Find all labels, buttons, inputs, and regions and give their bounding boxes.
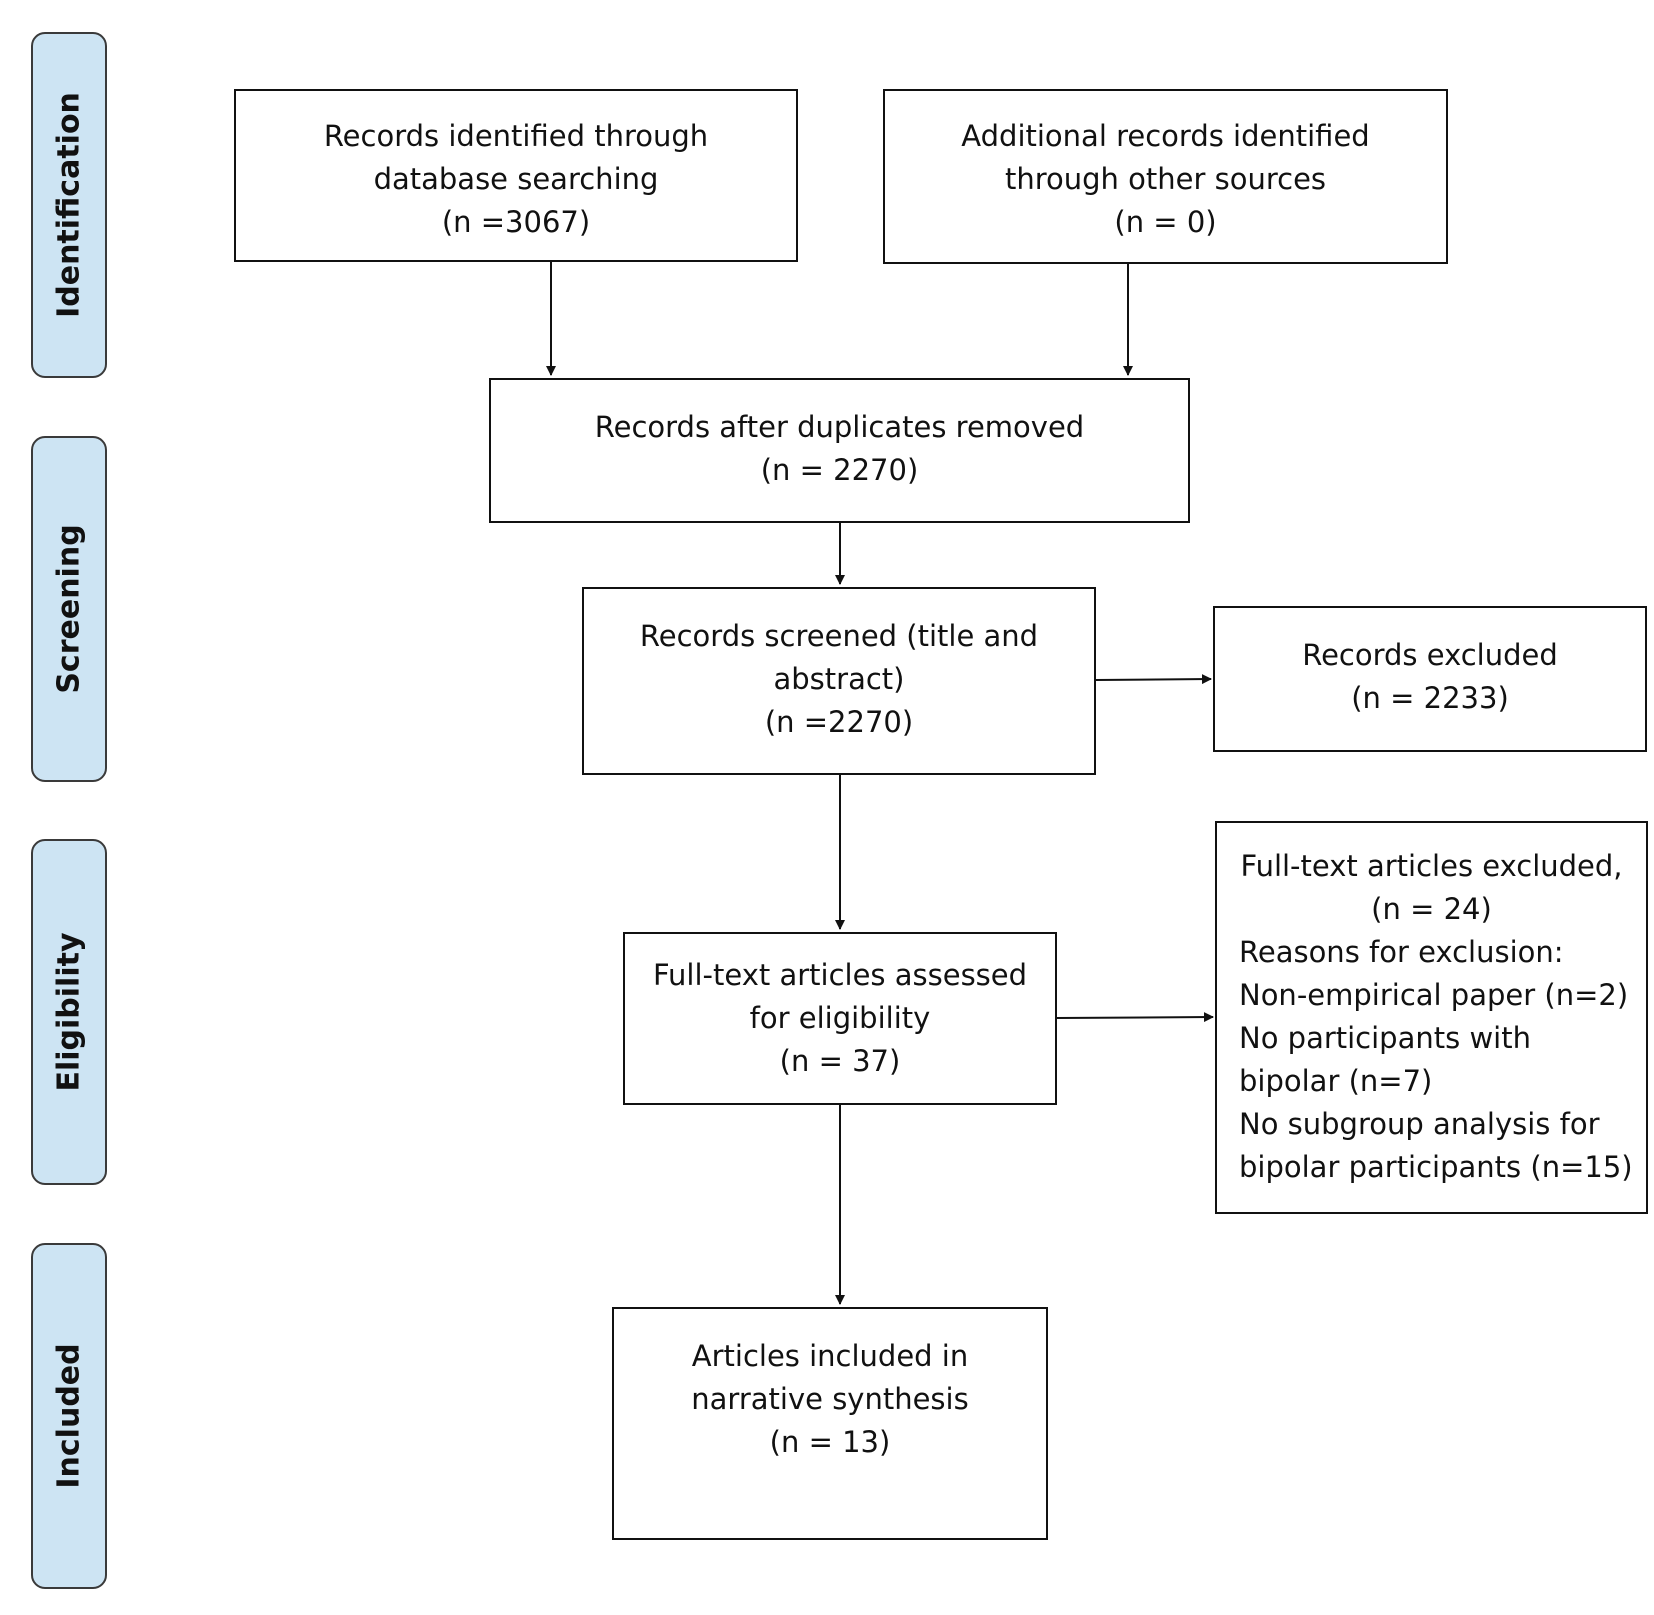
box-records-excluded-line-1: Records excluded [1302, 638, 1558, 672]
phase-identification-label: Identification [51, 92, 87, 318]
box-fulltext-excluded-count: (n = 24) [1371, 892, 1492, 926]
exclusion-reason-item: bipolar participants (n=15) [1239, 1150, 1633, 1184]
box-articles-included: Articles included in narrative synthesis… [612, 1307, 1048, 1540]
box-records-excluded-count: (n = 2233) [1351, 681, 1509, 715]
box-other-line-1: Additional records identified [961, 119, 1370, 153]
box-fulltext-excluded-title: Full-text articles excluded, [1240, 849, 1623, 883]
box-included-count: (n = 13) [769, 1425, 891, 1459]
box-other-sources: Additional records identified through ot… [883, 89, 1448, 264]
box-duplicates-line-1: Records after duplicates removed [594, 410, 1085, 444]
exclusion-reason-item: bipolar (n=7) [1239, 1064, 1433, 1098]
box-fulltext-assessed-line-2: for eligibility [749, 1001, 931, 1035]
arrow-screened-to-excluded [1095, 674, 1212, 685]
phase-included-label: Included [51, 1343, 87, 1489]
box-included-line-2: narrative synthesis [691, 1382, 969, 1416]
box-fulltext-assessed: Full-text articles assessed for eligibil… [623, 932, 1057, 1105]
box-other-count: (n = 0) [1114, 205, 1217, 239]
box-fulltext-assessed-count: (n = 37) [779, 1044, 901, 1078]
box-records-excluded: Records excluded (n = 2233) [1213, 606, 1647, 752]
phase-screening: Screening [31, 436, 107, 782]
box-screened-line-1: Records screened (title and [639, 619, 1039, 653]
box-duplicates-count: (n = 2270) [760, 453, 919, 487]
phase-eligibility-label: Eligibility [51, 932, 87, 1092]
box-fulltext-assessed-line-1: Full-text articles assessed [652, 958, 1028, 992]
box-screened-count: (n =2270) [764, 705, 914, 739]
box-other-line-2: through other sources [1004, 162, 1327, 196]
box-screened-line-2: abstract) [773, 662, 905, 696]
phase-screening-label: Screening [51, 524, 87, 694]
box-fulltext-excluded: Full-text articles excluded, (n = 24) Re… [1215, 821, 1648, 1214]
exclusion-reasons-heading: Reasons for exclusion: [1239, 935, 1564, 969]
box-records-screened: Records screened (title and abstract) (n… [582, 587, 1096, 775]
phase-eligibility: Eligibility [31, 839, 107, 1185]
exclusion-reason-item: Non-empirical paper (n=2) [1239, 978, 1629, 1012]
arrow-fulltext-to-excluded [1056, 1012, 1214, 1023]
exclusion-reason-item: No participants with [1239, 1021, 1531, 1055]
box-included-line-1: Articles included in [691, 1339, 969, 1373]
phase-identification: Identification [31, 32, 107, 378]
exclusion-reasons-list: Reasons for exclusion: Non-empirical pap… [1217, 931, 1646, 1189]
box-database-count: (n =3067) [441, 205, 591, 239]
box-database-line-1: Records identified through [323, 119, 709, 153]
box-database-line-2: database searching [373, 162, 659, 196]
phase-included: Included [31, 1243, 107, 1589]
box-duplicates-removed: Records after duplicates removed (n = 22… [489, 378, 1190, 523]
box-database-records: Records identified through database sear… [234, 89, 798, 262]
exclusion-reason-item: No subgroup analysis for [1239, 1107, 1600, 1141]
